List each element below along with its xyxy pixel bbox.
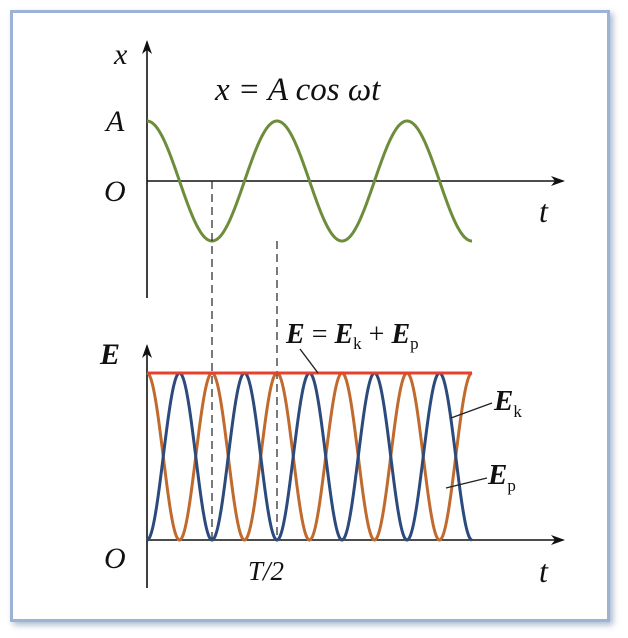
total-energy-label: E = Ek + Ep — [285, 319, 419, 353]
displacement-curve — [146, 119, 473, 243]
total-energy-leader — [299, 348, 319, 374]
half-period-tick-label: T/2 — [248, 556, 284, 586]
kinetic-energy-curve — [146, 371, 473, 542]
displacement-graph: x A O t x = A cos ωt — [104, 38, 565, 298]
origin-label-top: O — [104, 175, 126, 208]
amplitude-label: A — [104, 105, 125, 138]
figure-frame — [10, 10, 610, 622]
equation-label: x = A cos ωt — [214, 72, 381, 108]
potential-leader — [445, 477, 488, 489]
kinetic-leader — [450, 402, 493, 419]
kinetic-energy-label: Ek — [493, 385, 522, 421]
potential-energy-curve — [146, 371, 473, 542]
t-axis-label-top: t — [539, 193, 549, 229]
energy-graph: E O t T/2 E = Ek + Ep Ek Ep — [99, 319, 565, 589]
x-axis-label: x — [113, 38, 128, 71]
e-axis-label: E — [99, 338, 120, 371]
t-axis-label-bottom: t — [539, 553, 549, 589]
potential-energy-label: Ep — [487, 459, 516, 495]
origin-label-bottom: O — [104, 542, 126, 575]
